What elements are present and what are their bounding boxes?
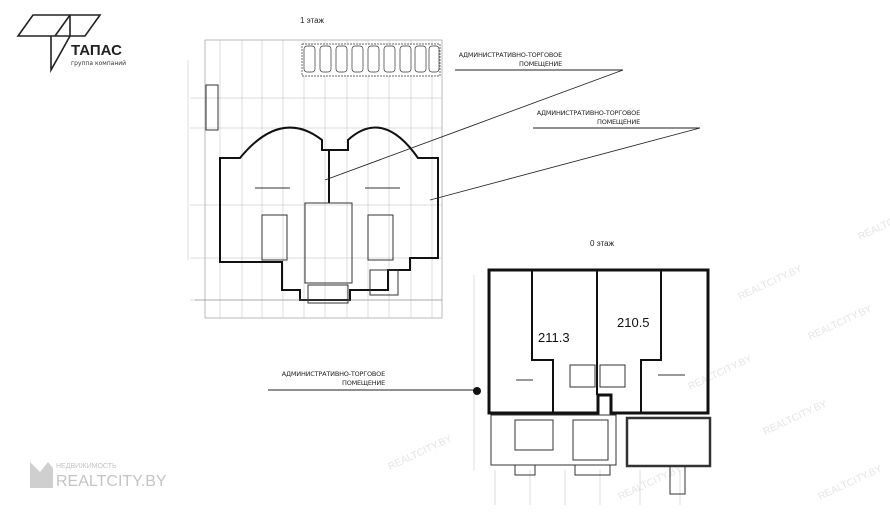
watermark-text: REALTCITY.BY bbox=[857, 203, 890, 242]
tapas-logo: ТАПАС группа компаний bbox=[16, 14, 126, 74]
floor-1-label-1: АДМИНИСТРАТИВНО-ТОРГОВОЕ ПОМЕЩЕНИЕ bbox=[324, 51, 624, 181]
watermark-text: REALTCITY.BY bbox=[807, 303, 875, 342]
parking-spaces bbox=[301, 43, 441, 77]
stair-left bbox=[205, 84, 219, 131]
floor-0-title: 0 этаж bbox=[590, 239, 615, 248]
floor-1-label-2: АДМИНИСТРАТИВНО-ТОРГОВОЕ ПОМЕЩЕНИЕ bbox=[429, 109, 701, 201]
label-line1: АДМИНИСТРАТИВНО-ТОРГОВОЕ bbox=[459, 51, 562, 59]
realtcity-watermark-logo: НЕДВИЖИМОСТЬ REALTCITY.BY bbox=[30, 462, 167, 490]
label-line2: ПОМЕЩЕНИЕ bbox=[519, 60, 562, 68]
label-line2: ПОМЕЩЕНИЕ bbox=[597, 118, 640, 126]
logo-subtitle: группа компаний bbox=[71, 60, 126, 67]
watermark-text: REALTCITY.BY bbox=[762, 398, 830, 437]
watermark-small-text: НЕДВИЖИМОСТЬ bbox=[56, 463, 117, 470]
watermarks: REALTCITY.BY REALTCITY.BY REALTCITY.BY R… bbox=[387, 203, 890, 502]
watermark-text: REALTCITY.BY bbox=[387, 433, 455, 472]
room-area-211-3: 211.3 bbox=[538, 330, 570, 345]
leader-line bbox=[324, 69, 624, 181]
marker-dot-icon bbox=[473, 387, 481, 395]
floor-1-title: 1 этаж bbox=[300, 16, 325, 25]
label-line2: ПОМЕЩЕНИЕ bbox=[342, 379, 385, 387]
label-line1: АДМИНИСТРАТИВНО-ТОРГОВОЕ bbox=[537, 109, 640, 117]
floor-0-label: АДМИНИСТРАТИВНО-ТОРГОВОЕ ПОМЕЩЕНИЕ bbox=[268, 370, 481, 395]
watermark-text: REALTCITY.BY bbox=[737, 263, 805, 302]
grid-lines bbox=[187, 40, 442, 318]
watermark-text: REALTCITY.BY bbox=[817, 463, 885, 502]
watermark-brand-text: REALTCITY.BY bbox=[56, 473, 167, 490]
watermark-text: REALTCITY.BY bbox=[687, 353, 755, 392]
leader-line bbox=[429, 127, 701, 201]
label-line1: АДМИНИСТРАТИВНО-ТОРГОВОЕ bbox=[282, 370, 385, 378]
logo-mark-icon bbox=[16, 14, 102, 74]
floor-1-plan: 1 этаж bbox=[187, 16, 443, 319]
realtcity-logo-icon bbox=[30, 462, 53, 488]
logo-name: ТАПАС bbox=[71, 42, 122, 59]
floor-0-plan: 0 этаж 211.3 210.5 bbox=[473, 239, 712, 505]
room-area-210-5: 210.5 bbox=[617, 315, 650, 330]
watermark-text: REALTCITY.BY bbox=[617, 463, 685, 502]
